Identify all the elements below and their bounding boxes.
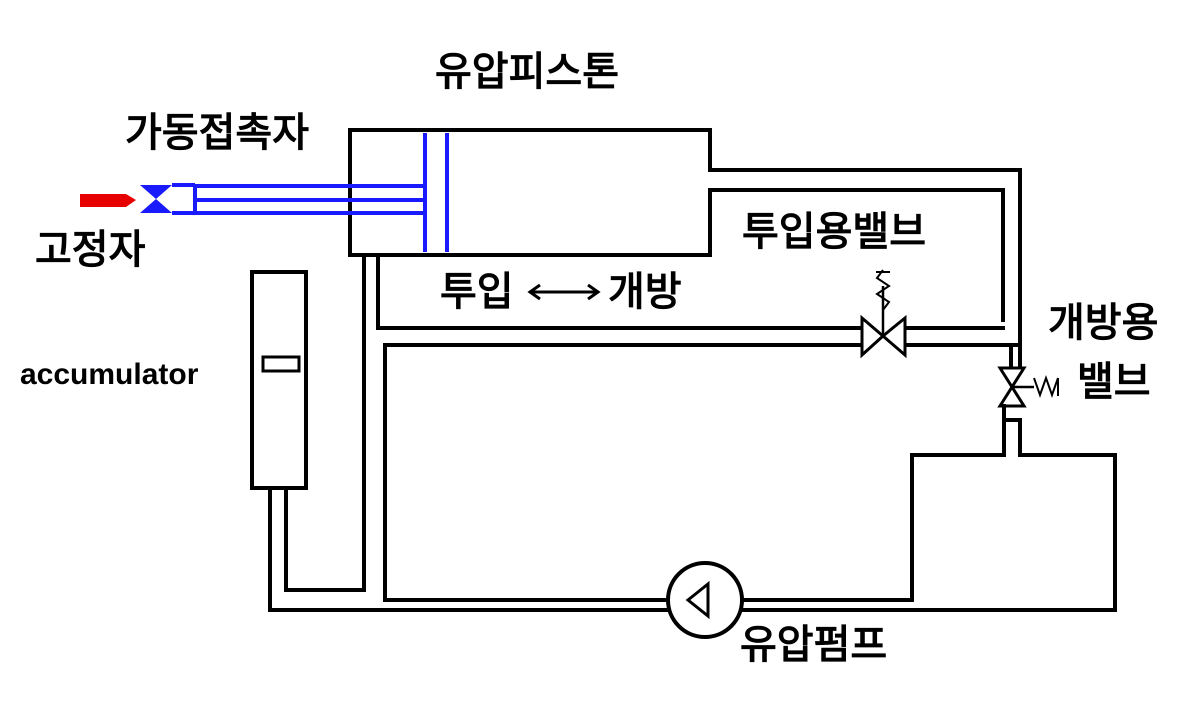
label-movable-contact: 가동접촉자	[125, 110, 309, 156]
pump-icon[interactable]	[666, 561, 744, 639]
accumulator-tank	[250, 270, 308, 490]
label-hydraulic-piston: 유압피스톤	[435, 49, 619, 95]
opening-valve-icon[interactable]	[997, 343, 1059, 408]
label-opening-valve-line2: 밸브	[1077, 359, 1151, 405]
fixed-contact	[80, 194, 136, 207]
closing-valve-icon[interactable]	[860, 269, 907, 359]
label-fixed-contact: 고정자	[35, 227, 146, 273]
label-closing-valve: 투입용밸브	[742, 209, 926, 255]
label-hydraulic-pump: 유압펌프	[740, 622, 888, 668]
closing-line	[284, 253, 1022, 602]
movable-contact	[140, 183, 197, 215]
label-open-side: 개방	[608, 269, 682, 315]
pump-lines	[268, 486, 672, 612]
label-opening-valve-line1: 개방용	[1048, 300, 1159, 346]
double-arrow-icon	[527, 283, 601, 301]
return-line	[738, 404, 1117, 612]
label-close-side: 투입	[440, 269, 514, 315]
piston-rod	[195, 133, 449, 252]
piston-cylinder	[348, 128, 1022, 370]
label-accumulator: accumulator	[20, 358, 199, 391]
